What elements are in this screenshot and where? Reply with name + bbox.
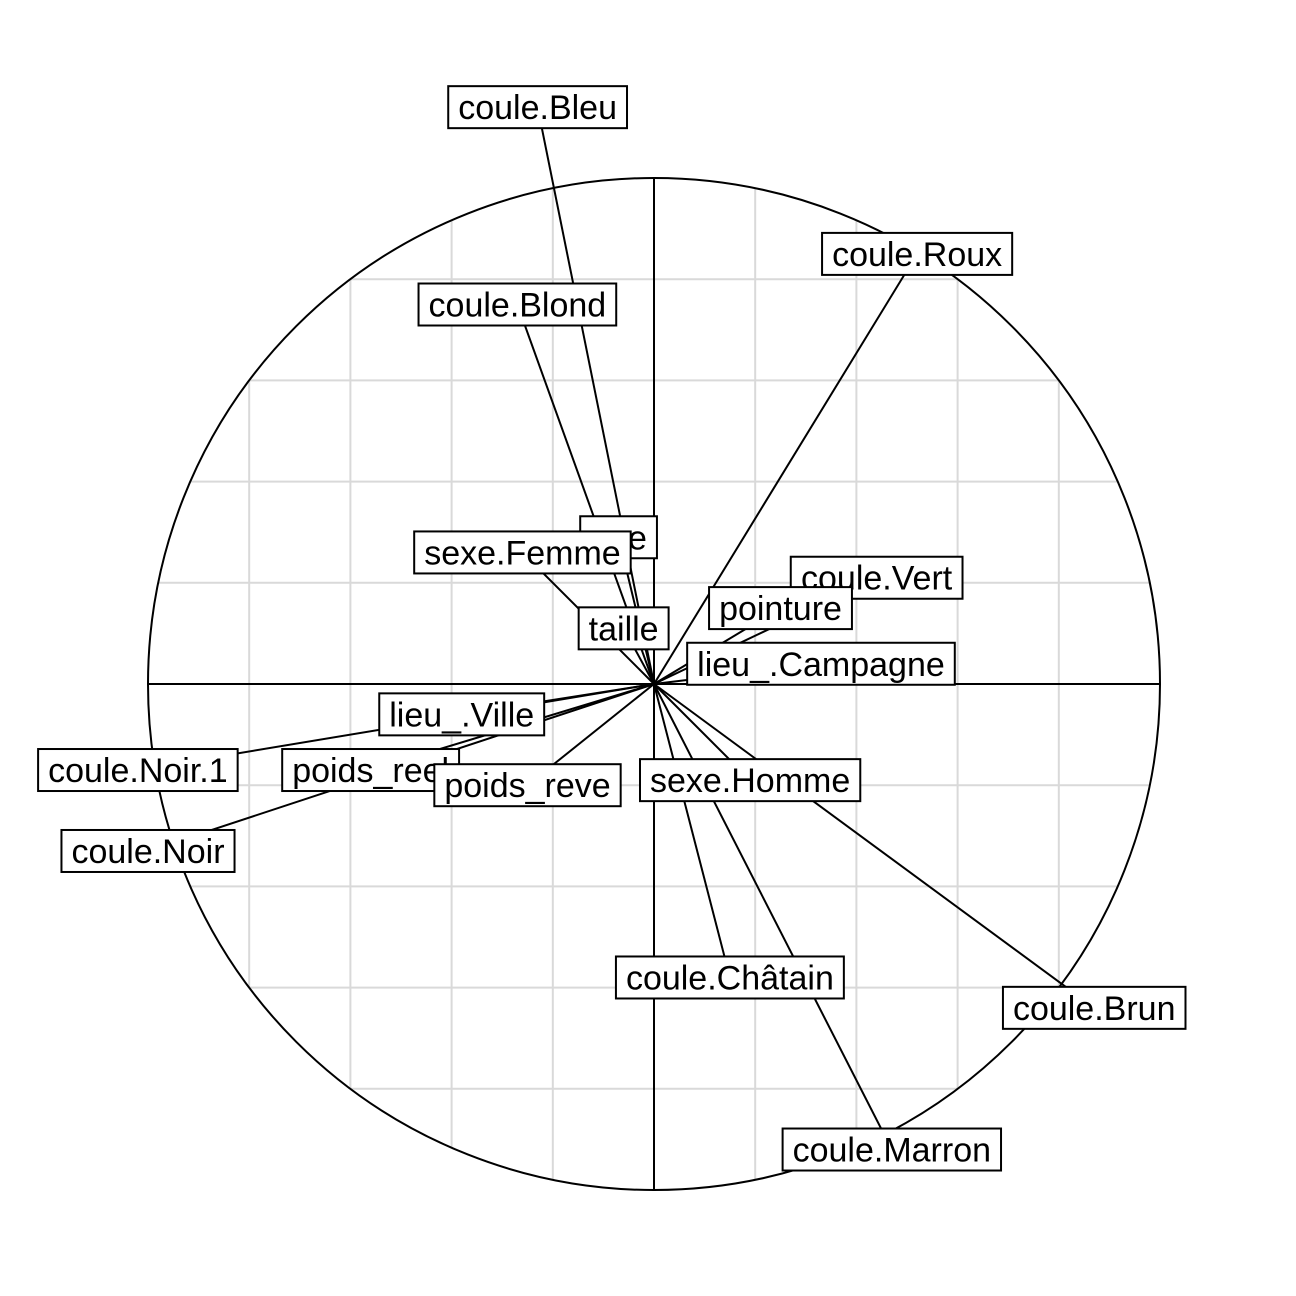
- label-box: [577, 606, 670, 651]
- label-text: coule.Blond: [429, 287, 607, 325]
- label-lieu-campagne: lieu_.Campagne: [686, 641, 956, 686]
- vector-line: [536, 106, 655, 685]
- label-text: coule.Roux: [832, 236, 1002, 274]
- label-text: coule.Châtain: [626, 959, 834, 997]
- label-box: [60, 828, 236, 873]
- label-box: [821, 231, 1014, 276]
- vector-line: [653, 683, 731, 978]
- label-sexe-femme: sexe.Femme: [413, 530, 632, 575]
- label-poids-reve: poids_reve: [433, 763, 622, 808]
- label-text: coule.Bleu: [458, 89, 617, 127]
- label-coule-ch-tain: coule.Châtain: [614, 955, 845, 1000]
- label-box: [614, 955, 845, 1000]
- label-coule-roux: coule.Roux: [821, 231, 1014, 276]
- label-lieu-ville: lieu_.Ville: [378, 692, 546, 737]
- label-box: [686, 641, 956, 686]
- label-box: [638, 758, 862, 803]
- label-poids-reel: poids_reel: [281, 748, 461, 793]
- vector-labels: coule.Bleucoule.Rouxcoule.Blondagesexe.F…: [37, 85, 1187, 1172]
- label-box: [708, 586, 853, 631]
- label-box: [447, 85, 629, 130]
- label-coule-noir: coule.Noir: [60, 828, 236, 873]
- label-text: sexe.Homme: [650, 762, 850, 800]
- label-text: coule.Noir.1: [48, 752, 228, 790]
- label-text: sexe.Femme: [424, 534, 621, 572]
- label-text: lieu_.Campagne: [697, 646, 945, 684]
- vector-coule-ch-tain: [653, 683, 734, 980]
- label-box: [417, 282, 618, 327]
- label-coule-bleu: coule.Bleu: [447, 85, 629, 130]
- label-text: poids_reve: [444, 767, 610, 805]
- label-taille: taille: [577, 606, 670, 651]
- label-coule-brun: coule.Brun: [1001, 985, 1187, 1030]
- label-text: coule.Marron: [793, 1132, 991, 1170]
- label-text: taille: [589, 610, 659, 648]
- label-box: [378, 692, 546, 737]
- vector-line: [653, 683, 1095, 1009]
- label-coule-marron: coule.Marron: [781, 1127, 1003, 1172]
- label-text: pointure: [719, 590, 842, 628]
- label-coule-noir-1: coule.Noir.1: [37, 748, 239, 793]
- label-box: [781, 1127, 1003, 1172]
- label-box: [413, 530, 632, 575]
- label-text: coule.Brun: [1013, 990, 1176, 1028]
- label-sexe-homme: sexe.Homme: [638, 758, 862, 803]
- label-text: poids_reel: [292, 752, 449, 790]
- label-coule-blond: coule.Blond: [417, 282, 618, 327]
- label-text: lieu_.Ville: [389, 696, 534, 734]
- vector-line: [653, 253, 918, 685]
- label-box: [37, 748, 239, 793]
- label-box: [281, 748, 461, 793]
- label-coule-vert: coule.Vert: [789, 555, 964, 600]
- label-box: [433, 763, 622, 808]
- label-pointure: pointure: [708, 586, 853, 631]
- label-text: coule.Noir: [71, 833, 224, 871]
- label-box: [1001, 985, 1187, 1030]
